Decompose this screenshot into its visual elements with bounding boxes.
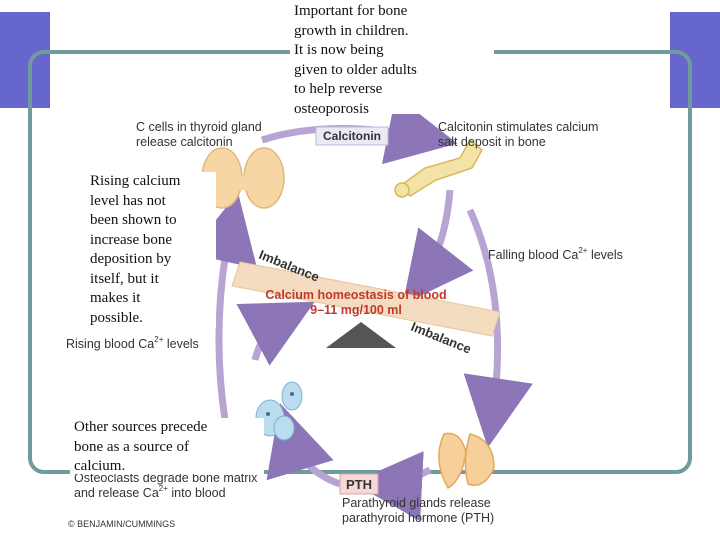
calcitonin-box (315, 126, 389, 146)
arrow-osteoclasts-to-homeostasis (236, 301, 315, 366)
calcitonin-box-label: Calcitonin (323, 129, 381, 143)
copyright-label: © BENJAMIN/CUMMINGS (68, 519, 175, 529)
homeostasis-title: Calcium homeostasis of blood (265, 288, 446, 302)
pth-box-label: PTH (346, 477, 372, 492)
bone-illustration (394, 138, 483, 198)
arrow-rising-level (188, 192, 258, 421)
pth-box (339, 473, 379, 495)
balance-fulcrum (326, 322, 396, 348)
osteoclasts-caption-line1: Osteoclasts degrade bone matrix (74, 471, 258, 485)
calcitonin-effect-caption: Calcitonin stimulates calcium salt depos… (438, 120, 599, 149)
arrow-pth-to-osteoclasts (266, 403, 342, 488)
arrow-parathyroid-to-pth (352, 451, 432, 522)
c-cells-caption: C cells in thyroid gland release calcito… (136, 120, 262, 149)
note-bottom: Other sources precede bone as a source o… (70, 418, 264, 474)
note-top: Important for bone growth in children. I… (290, 2, 494, 117)
arrow-falling-level (463, 208, 533, 448)
parathyroid-glands-illustration (438, 432, 495, 490)
osteoclasts-caption-line2: and release Ca2+ into blood (74, 484, 226, 500)
falling-level-label: Falling blood Ca2+ levels (488, 246, 623, 262)
rising-level-label: Rising blood Ca2+ levels (66, 335, 199, 351)
parathyroid-caption: Parathyroid glands release parathyroid h… (342, 496, 495, 525)
note-left: Rising calcium level has not been shown … (86, 172, 216, 328)
homeostasis-range: 9–11 mg/100 ml (310, 303, 402, 317)
balance-beam (231, 261, 501, 337)
arrow-bone-to-homeostasis (402, 189, 474, 305)
